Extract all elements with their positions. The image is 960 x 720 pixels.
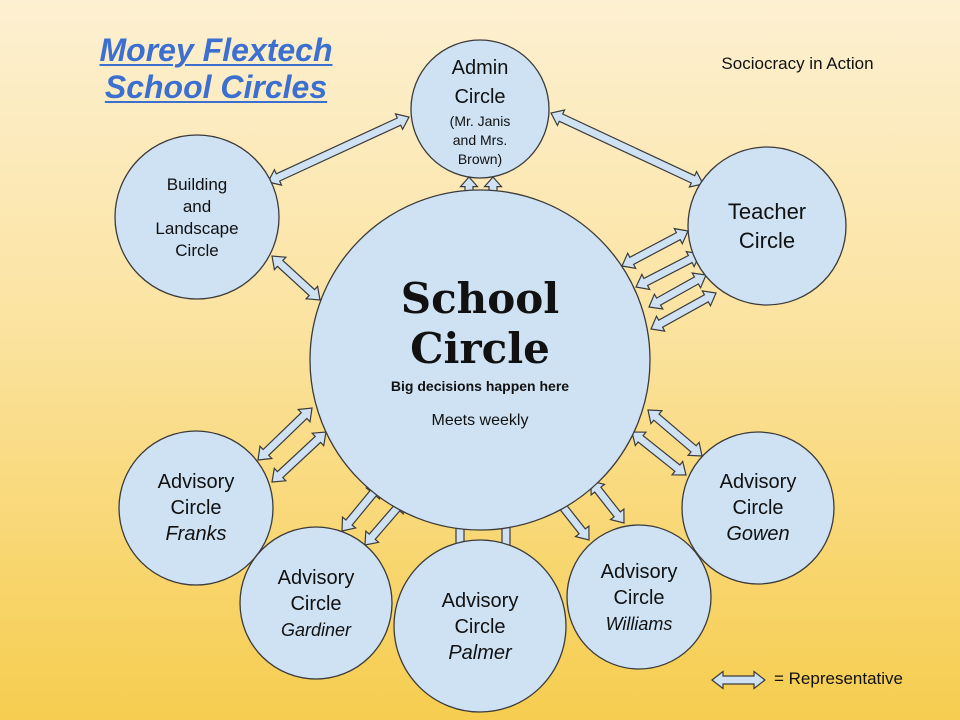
building-circle-line-3: Landscape xyxy=(155,219,239,238)
advisory-gowen-teacher: Gowen xyxy=(726,523,790,545)
admin-circle-line-1: Admin xyxy=(451,57,509,79)
school-circle-line-2: Circle xyxy=(410,324,550,373)
building-circle-label: Building and Landscape Circle xyxy=(127,174,267,262)
advisory-williams-teacher: Williams xyxy=(605,614,673,634)
building-admin-arrow xyxy=(267,113,410,186)
teacher-circle-label: Teacher Circle xyxy=(697,197,837,255)
advisory-circle-franks-shape xyxy=(118,430,274,586)
advisory-circle-franks-label: Advisory Circle Franks xyxy=(126,469,266,547)
advisory-circle-gowen-shape xyxy=(681,431,835,585)
teacher-circle-line-2: Circle xyxy=(738,228,796,253)
admin-members-line-2: and Mrs. xyxy=(452,132,508,148)
gowen-school-arrow-2 xyxy=(631,431,687,476)
advisory-circle-gowen-label: Advisory Circle Gowen xyxy=(688,469,828,547)
admin-circle-line-2: Circle xyxy=(454,86,506,108)
school-circle-label: School Circle Big decisions happen here … xyxy=(330,274,630,430)
admin-circle-label: Admin Circle (Mr. Janis and Mrs. Brown) xyxy=(420,54,540,169)
advisory-gardiner-line-1: Advisory xyxy=(277,567,355,589)
admin-teacher-arrow xyxy=(550,109,704,188)
admin-members-line-1: (Mr. Janis xyxy=(449,113,511,129)
subtitle: Sociocracy in Action xyxy=(721,54,874,73)
building-circle-line-1: Building xyxy=(166,175,228,194)
franks-school-arrow-1 xyxy=(257,407,313,461)
school-circle-shape xyxy=(309,189,651,531)
title-line-1: Morey Flextech xyxy=(99,32,333,68)
building-circle-shape xyxy=(114,134,280,300)
teacher-circle-shape xyxy=(687,146,847,306)
building-circle-line-2: and xyxy=(182,197,212,216)
advisory-gowen-line-2: Circle xyxy=(732,497,784,519)
advisory-franks-line-1: Advisory xyxy=(157,471,235,493)
building-school-arrow xyxy=(271,255,321,301)
advisory-circle-palmer-shape xyxy=(393,539,567,713)
teacher-school-arrow-4 xyxy=(650,290,717,332)
advisory-circle-williams-label: Advisory Circle Williams xyxy=(569,559,709,637)
advisory-circle-gardiner-label: Advisory Circle Gardiner xyxy=(246,565,386,643)
advisory-gardiner-line-2: Circle xyxy=(290,593,342,615)
advisory-palmer-teacher: Palmer xyxy=(448,642,512,664)
double-arrow-icon xyxy=(711,670,766,690)
advisory-palmer-line-2: Circle xyxy=(454,616,506,638)
school-circle-line-1: School xyxy=(400,274,560,323)
title-line-2: School Circles xyxy=(104,69,328,105)
advisory-circle-palmer-label: Advisory Circle Palmer xyxy=(410,588,550,666)
admin-circle-shape xyxy=(410,39,550,179)
williams-school-arrow-2 xyxy=(590,480,625,524)
teacher-circle-line-1: Teacher xyxy=(727,199,807,224)
advisory-franks-teacher: Franks xyxy=(165,523,227,545)
admin-members-line-3: Brown) xyxy=(457,151,503,167)
advisory-franks-line-2: Circle xyxy=(170,497,222,519)
advisory-gardiner-teacher: Gardiner xyxy=(280,620,352,640)
advisory-palmer-line-1: Advisory xyxy=(441,590,519,612)
school-circle-tagline: Big decisions happen here xyxy=(390,378,570,394)
advisory-circle-williams-shape xyxy=(566,524,712,670)
advisory-gowen-line-1: Advisory xyxy=(719,471,797,493)
school-circle-schedule: Meets weekly xyxy=(431,412,529,429)
circles xyxy=(114,39,847,713)
advisory-williams-line-1: Advisory xyxy=(600,561,678,583)
advisory-williams-line-2: Circle xyxy=(613,587,665,609)
building-circle-line-4: Circle xyxy=(175,241,219,260)
advisory-circle-gardiner-shape xyxy=(239,526,393,680)
legend-label: = Representative xyxy=(774,669,903,688)
